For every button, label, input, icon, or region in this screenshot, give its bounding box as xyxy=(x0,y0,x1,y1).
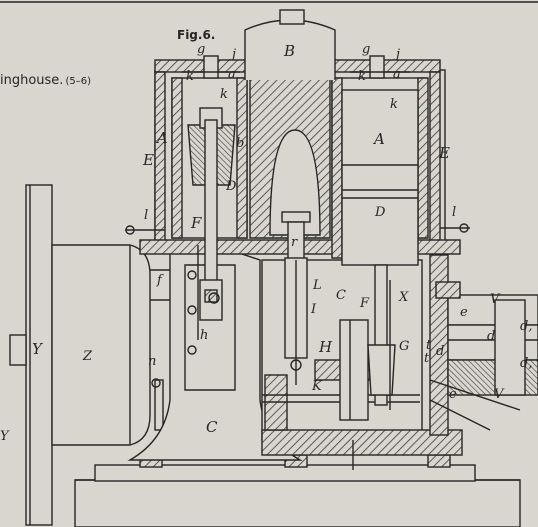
label-e-bot: e xyxy=(449,387,457,402)
label-H: H xyxy=(319,338,333,356)
label-C-mid: C xyxy=(336,288,346,303)
label-G: G xyxy=(399,339,410,354)
right-cylinder xyxy=(331,77,429,406)
label-k-left-top: k xyxy=(186,69,194,84)
label-d-right-top: d, xyxy=(520,319,533,334)
side-lugs xyxy=(125,223,470,235)
label-K: K xyxy=(312,379,322,394)
label-j-left: j xyxy=(232,47,237,62)
label-A-left: A xyxy=(157,129,168,147)
label-d-right-bot: d, xyxy=(520,356,533,371)
caption-ref: (5–6) xyxy=(65,76,91,87)
label-l-right: l xyxy=(452,205,457,220)
flywheel xyxy=(9,184,53,526)
label-C-bot: C xyxy=(206,418,218,436)
label-f: f xyxy=(157,273,162,288)
label-a-left: a xyxy=(228,67,236,82)
caption: inghouse.(5–6) xyxy=(0,73,91,88)
label-V-bot: V xyxy=(494,387,504,402)
label-k-mid: k xyxy=(220,87,228,102)
label-k-right-top: k xyxy=(358,69,366,84)
label-g-left: g xyxy=(197,42,206,57)
label-E-left: E xyxy=(143,151,154,169)
label-B: B xyxy=(284,42,296,60)
label-D-left: D xyxy=(226,179,237,194)
label-t-bot: t xyxy=(424,351,430,366)
right-shaft xyxy=(429,254,538,436)
label-g-right: g xyxy=(362,42,371,57)
label-t-top: t xyxy=(426,338,432,353)
caption-text: inghouse. xyxy=(0,73,64,88)
label-D-right: D xyxy=(375,205,386,220)
label-X: X xyxy=(399,290,409,305)
label-Y-edge: Y xyxy=(0,429,9,444)
label-b: b xyxy=(236,136,245,151)
left-cylinder xyxy=(171,77,248,321)
label-E-right: E xyxy=(439,144,450,162)
label-j-right: j xyxy=(396,47,401,62)
base-plate xyxy=(74,454,521,527)
label-A-right: A xyxy=(374,130,385,148)
label-n: n xyxy=(148,354,157,369)
label-k-right: k xyxy=(390,97,398,112)
label-h: h xyxy=(200,328,209,343)
label-Z: Z xyxy=(83,349,93,364)
centre-valve xyxy=(249,77,331,385)
dynamo-z xyxy=(51,244,170,446)
label-L: L xyxy=(313,278,322,293)
label-d-mid: d xyxy=(487,329,496,344)
label-F-left: F xyxy=(191,214,202,232)
label-a-right: a xyxy=(393,67,401,82)
label-e-top: e xyxy=(460,305,468,320)
label-I: I xyxy=(311,302,317,317)
label-Y-mid: Y xyxy=(32,340,42,358)
top-bolts xyxy=(182,55,410,79)
label-d-small: d xyxy=(436,344,445,359)
label-l-left: l xyxy=(144,208,149,223)
label-V-top: V xyxy=(490,292,500,307)
label-F-right: F xyxy=(360,296,370,311)
figure-label: Fig.6. xyxy=(177,28,216,42)
label-r: r xyxy=(291,235,298,250)
dome-b xyxy=(244,9,336,80)
